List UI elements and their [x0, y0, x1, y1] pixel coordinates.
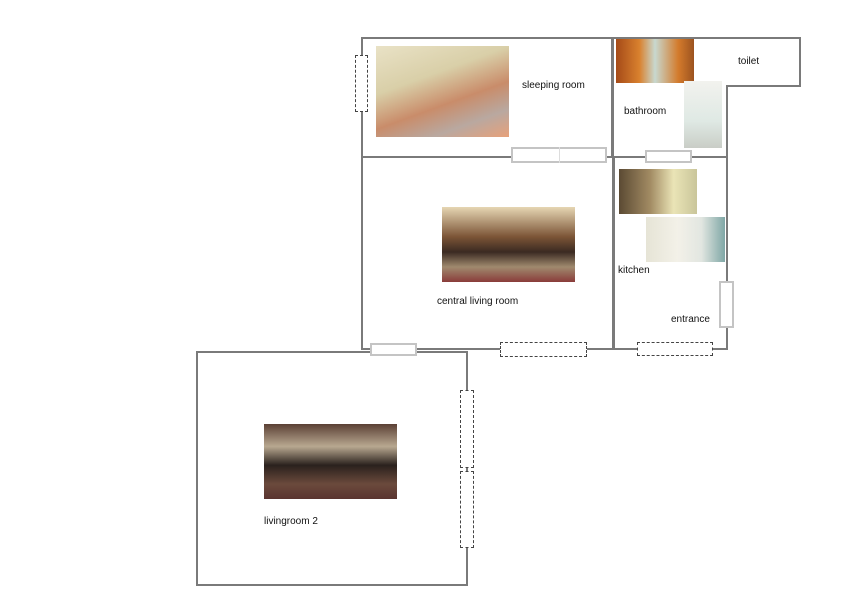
photo-bathroom-sink — [616, 39, 694, 83]
photo-livingroom-2 — [264, 424, 397, 499]
window-central-living-room — [500, 342, 587, 357]
door-divider — [559, 147, 560, 163]
window-entrance — [637, 342, 713, 356]
window-sleeping-room — [355, 55, 368, 112]
photo-central-living-room — [442, 207, 575, 282]
window-livingroom-2-upper — [460, 390, 474, 468]
wall-livingroom-2 — [196, 351, 468, 586]
label-toilet: toilet — [738, 56, 760, 67]
photo-sleeping-room — [376, 46, 509, 137]
window-livingroom-2-lower — [460, 471, 474, 548]
label-central-living-room: central living room — [437, 296, 519, 307]
label-entrance: entrance — [671, 314, 710, 325]
door-bathroom[interactable] — [645, 150, 692, 163]
photo-kitchen-1 — [619, 169, 697, 214]
toilet-opening — [726, 39, 729, 85]
door-entrance[interactable] — [719, 281, 734, 328]
label-sleeping-room: sleeping room — [522, 80, 585, 91]
photo-bathroom-tub — [684, 81, 722, 148]
label-kitchen: kitchen — [618, 265, 650, 276]
label-livingroom-2: livingroom 2 — [264, 516, 318, 527]
label-bathroom: bathroom — [624, 106, 667, 117]
photo-kitchen-2 — [646, 217, 725, 262]
wall-central-living-room — [361, 156, 615, 350]
door-livingroom-2[interactable] — [370, 343, 417, 356]
